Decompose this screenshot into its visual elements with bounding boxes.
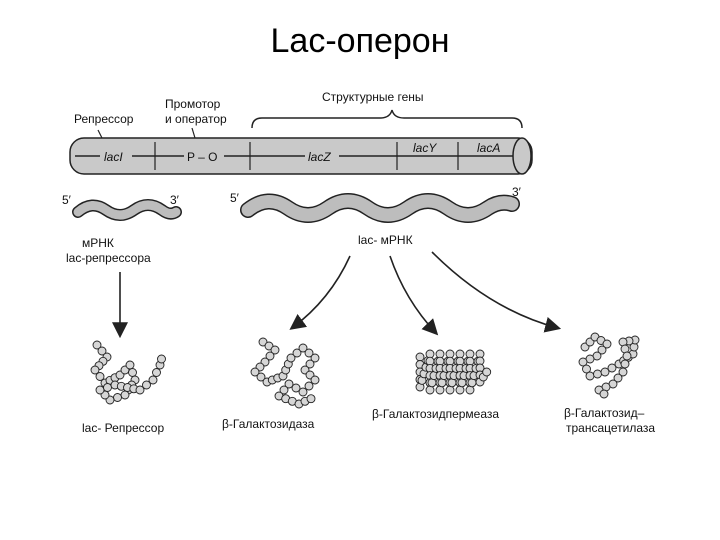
protein-bead: [613, 373, 623, 383]
promoter-tick: [191, 127, 196, 139]
protein-bead: [264, 341, 274, 351]
repressor-mrna-label: мРНК: [82, 236, 114, 250]
protein-bead: [152, 368, 161, 377]
protein-bead: [457, 378, 467, 388]
protein-bead: [250, 367, 260, 377]
protein-bead: [298, 387, 308, 397]
protein-bead: [578, 357, 588, 367]
repressor-gene-label: Репрессор: [74, 112, 134, 126]
protein-bead: [291, 383, 301, 393]
galactosidase-protein-chain: [250, 337, 320, 409]
protein-bead: [90, 365, 100, 375]
protein-bead: [97, 346, 107, 356]
arrow-to-permease: [389, 255, 439, 336]
protein-bead: [310, 353, 320, 363]
protein-bead: [95, 385, 105, 395]
protein-bead: [284, 379, 294, 389]
protein-bead: [125, 360, 135, 370]
protein-bead: [467, 378, 477, 388]
gene-lacA-label: lacA: [477, 141, 500, 155]
protein-bead: [427, 378, 437, 388]
protein-bead: [482, 367, 492, 377]
galactosidase-protein-label: β-Галактозидаза: [222, 417, 315, 431]
protein-bead: [465, 385, 475, 395]
transacetylase-protein-label-2: трансацетилаза: [566, 421, 655, 435]
protein-bead: [305, 359, 315, 369]
structural-genes-bracket: [251, 109, 523, 129]
protein-bead: [258, 337, 268, 347]
permease-protein-label: β-Галактозидпермеаза: [372, 407, 499, 421]
slide-title: Lac-оперон: [270, 22, 450, 60]
repressor-tick: [97, 129, 103, 139]
protein-bead: [607, 363, 617, 373]
protein-bead: [455, 385, 465, 395]
protein-bead: [599, 389, 609, 399]
protein-bead: [435, 385, 445, 395]
protein-bead: [306, 394, 316, 404]
protein-bead: [95, 372, 105, 381]
protein-bead: [298, 343, 308, 353]
transacetylase-protein-chain: [578, 332, 640, 399]
protein-bead: [256, 372, 266, 382]
protein-bead: [447, 378, 457, 388]
gene-lacY-label: lacY: [413, 141, 437, 155]
arrow-to-galactosidase: [289, 255, 351, 330]
protein-bead: [304, 381, 314, 391]
protein-bead: [425, 385, 435, 395]
promoter-label: Промотор: [165, 97, 221, 111]
protein-bead: [304, 348, 314, 358]
protein-bead: [620, 359, 630, 369]
protein-bead: [600, 367, 610, 377]
protein-bead: [120, 390, 130, 400]
lac-mrna-label: lac- мРНК: [358, 233, 413, 247]
protein-bead: [445, 385, 455, 395]
protein-bead: [142, 380, 151, 390]
protein-bead: [135, 385, 145, 395]
right-3-prime-label: 3′: [512, 185, 522, 199]
protein-bead: [128, 368, 137, 377]
protein-bead: [113, 393, 122, 402]
protein-bead: [292, 348, 302, 358]
protein-bead: [157, 354, 166, 364]
permease-protein-chain: [415, 349, 492, 395]
protein-bead: [622, 351, 632, 361]
protein-bead: [618, 367, 628, 377]
protein-bead: [597, 345, 607, 355]
protein-bead: [279, 385, 289, 395]
protein-bead: [582, 364, 591, 374]
repressor-protein-chain: [90, 340, 166, 405]
left-3-prime-label: 3′: [170, 193, 180, 207]
dna-double-strand: [69, 137, 533, 175]
transacetylase-protein-label-1: β-Галактозид–: [564, 406, 645, 420]
protein-bead: [593, 369, 602, 379]
protein-bead: [437, 378, 447, 388]
structural-genes-label: Структурные гены: [322, 90, 424, 104]
protein-bead: [585, 371, 595, 381]
left-5-prime-label: 5′: [62, 193, 72, 207]
right-5-prime-label: 5′: [230, 191, 240, 205]
protein-bead: [415, 352, 425, 362]
operator-label: и оператор: [165, 112, 227, 126]
protein-bead: [148, 375, 158, 385]
protein-bead: [270, 345, 280, 355]
arrow-to-transacetylase: [431, 251, 562, 333]
gene-lacZ-label: lacZ: [308, 150, 331, 164]
protein-bead: [103, 383, 112, 392]
repressor-mrna-sublabel: lac-репрессора: [66, 251, 151, 265]
protein-bead: [286, 353, 296, 363]
protein-bead: [602, 339, 612, 349]
gene-lacI-label: lacI: [104, 150, 123, 164]
protein-bead: [310, 375, 320, 385]
repressor-protein-label: lac- Репрессор: [82, 421, 164, 435]
gene-PO-label: P – O: [187, 150, 217, 164]
protein-bead: [92, 340, 102, 350]
protein-bead: [265, 351, 275, 361]
